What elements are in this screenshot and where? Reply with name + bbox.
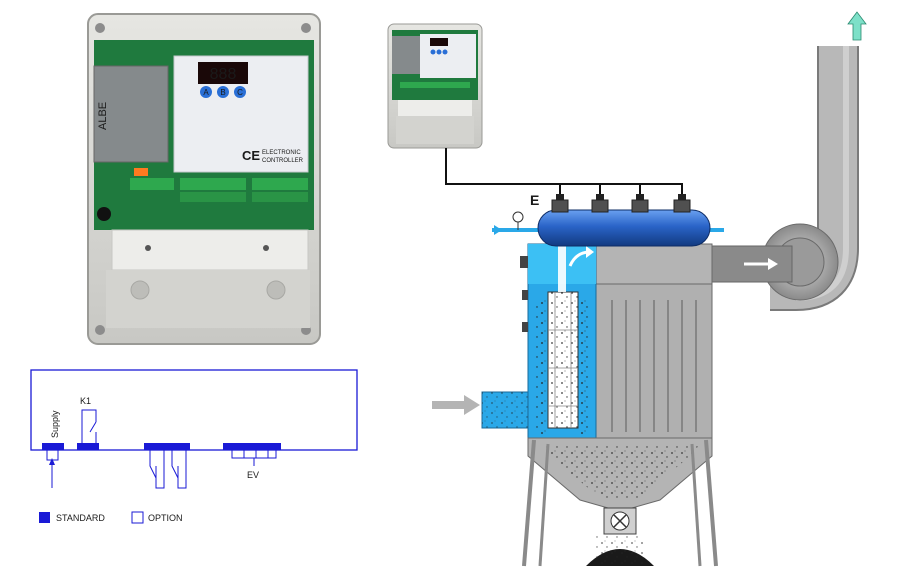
panel-button-a: [200, 86, 212, 98]
terminal-block-2: [252, 178, 308, 190]
panel-button-a-label: A: [203, 88, 209, 97]
option-contact-1: [149, 450, 165, 489]
panel-button-b: [217, 86, 229, 98]
solenoid-valve-2: [591, 199, 609, 213]
legend-option-swatch: [131, 511, 144, 524]
k1-contact: [81, 409, 97, 443]
panel-button-c-label: C: [237, 88, 243, 97]
panel-text-controller: CONTROLLER: [262, 158, 304, 164]
valve-group-label: E: [530, 192, 539, 208]
support-leg-left: [522, 439, 536, 567]
outlet-flow-arrow: [768, 258, 778, 270]
wiring-frame: [30, 369, 358, 451]
air-inlet-arrow: [494, 225, 502, 235]
led-display-digits: 888: [210, 66, 237, 83]
solenoid-valve-3: [631, 199, 649, 213]
cover-plate: [111, 229, 309, 271]
compressed-air-header: [492, 194, 724, 247]
ce-mark: CE: [242, 148, 260, 163]
legend-standard-label: STANDARD: [56, 513, 105, 523]
led-display: [198, 62, 248, 84]
solenoid-valve-4: [673, 199, 691, 213]
panel-text-electronic: ELECTRONIC: [262, 150, 301, 156]
small-controller-photo: [387, 23, 483, 149]
panel-button-c: [234, 86, 246, 98]
option-contacts-terminal: [144, 443, 190, 450]
dust-hopper: [522, 437, 718, 567]
legend-standard-swatch: [39, 512, 50, 523]
terminal-block-1: [180, 178, 246, 190]
legend: STANDARD OPTION: [39, 511, 183, 524]
ev-wiring: [231, 450, 277, 466]
fuse-holder: [97, 207, 111, 221]
relay-component: [134, 168, 148, 176]
supply-terminal: [42, 443, 64, 450]
k1-label: K1: [80, 396, 91, 406]
solenoid-valve-1: [551, 199, 569, 213]
k1-terminal: [77, 443, 99, 450]
cable-entry-area: [106, 270, 310, 328]
control-cable: [445, 148, 683, 200]
terminal-block-5: [252, 192, 308, 202]
controller-enclosure-photo: ALBE 888 A B C CE ELECTRONIC CONTROLLER: [87, 13, 321, 345]
air-tank: [537, 209, 711, 247]
terminal-block-4: [180, 192, 246, 202]
exhaust-arrow: [847, 11, 867, 41]
panel-button-b-label: B: [220, 88, 225, 97]
pulse-jet: [558, 236, 566, 292]
wiring-diagram: Supply K1 EV: [30, 369, 358, 489]
pressure-gauge: [512, 211, 524, 223]
supply-label: Supply: [50, 410, 60, 438]
ev-label: EV: [247, 470, 259, 480]
terminal-block-3: [130, 178, 174, 190]
ev-terminal: [223, 443, 281, 450]
option-contact-2: [171, 450, 187, 489]
filter-body: [520, 236, 713, 439]
legend-option-label: OPTION: [148, 513, 183, 523]
transformer-brand-label: ALBE: [97, 102, 109, 130]
support-leg-right: [704, 439, 718, 567]
transformer: [93, 65, 169, 163]
